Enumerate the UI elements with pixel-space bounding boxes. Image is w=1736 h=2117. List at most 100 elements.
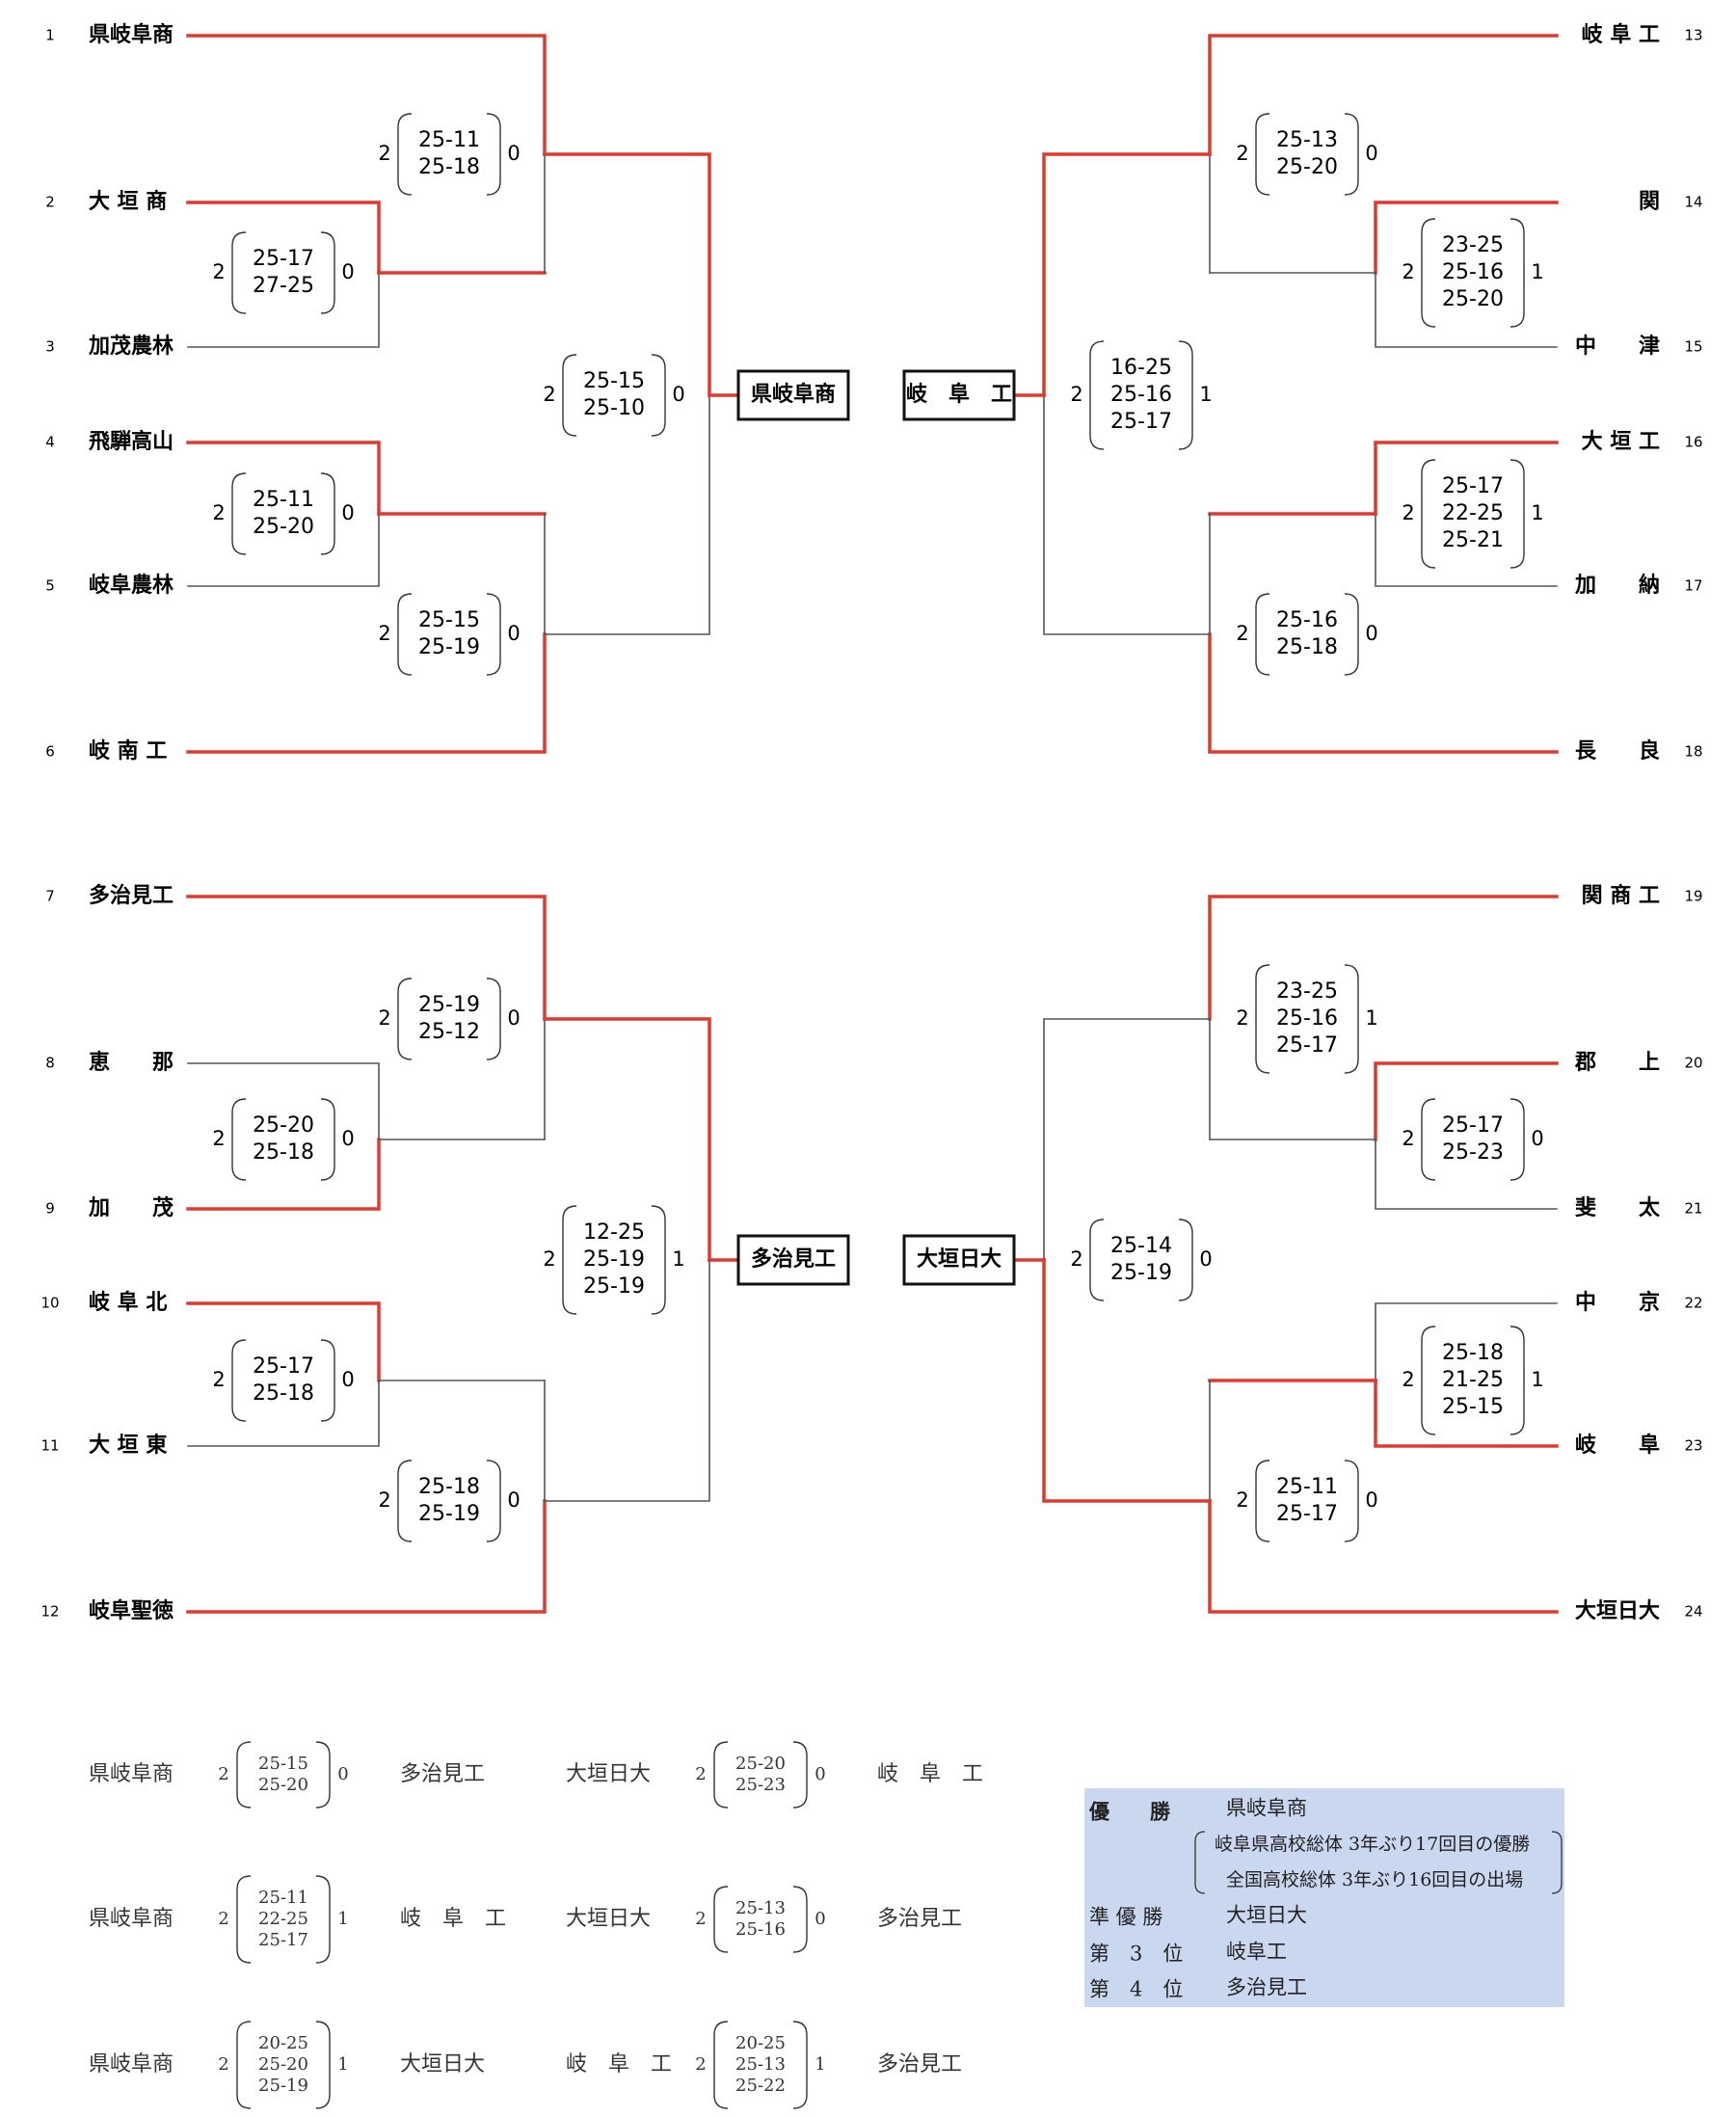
wins-right: 0 [1365,622,1377,645]
set-score: 25-20 [253,1113,314,1138]
set-score: 25-16 [1110,383,1172,407]
score-bracket-left [236,1741,252,1809]
team-seed-number: 1 [45,27,55,44]
team-seed-number: 17 [1684,577,1702,595]
team-seed-number: 2 [45,194,55,211]
score-bracket-right [315,1741,331,1809]
bracket-line [543,152,711,397]
wins-right: 0 [337,1764,348,1784]
team-name: 恵 那 [89,1051,174,1075]
wins-right: 1 [1365,1006,1377,1030]
score-bracket-left [236,1875,252,1964]
set-score: 27-25 [253,274,314,298]
set-score: 25-21 [1442,528,1504,552]
set-score: 25-16 [1276,1006,1338,1031]
set-score: 25-16 [1442,260,1504,284]
score-bracket-right [1509,1326,1525,1435]
score-bracket-right [792,1741,808,1809]
score-bracket-right [1178,340,1193,450]
bracket-line [1375,513,1558,587]
set-score: 25-11 [418,128,480,152]
bracket-line [543,1017,711,1262]
team-name: 大 垣 工 [1582,430,1660,454]
bracket-line [544,394,710,635]
score-bracket-left [231,472,247,555]
wins-left: 2 [218,2054,228,2075]
score-bracket-right [651,354,666,437]
score-bracket-left [1089,340,1105,450]
set-score: 25-18 [418,155,480,179]
score-bracket-left [1089,1219,1105,1301]
set-score: 25-19 [418,993,480,1017]
league-team-a: 岐 阜 工 [566,2052,672,2077]
set-score: 16-25 [1110,356,1172,380]
set-score: 25-12 [418,1020,480,1044]
team-seed-number: 3 [45,338,55,356]
team-seed-number: 4 [45,434,55,451]
team-name: 大 垣 商 [89,189,167,214]
score-bracket-right [1509,459,1525,569]
summary-note: 岐阜県高校総体 3年ぶり17回目の優勝 [1215,1834,1530,1855]
team-name: 大 垣 東 [89,1434,167,1458]
bracket-line [186,441,381,516]
set-score: 20-25 [258,2033,308,2053]
team-seed-number: 22 [1684,1295,1702,1312]
team-seed-number: 23 [1684,1437,1702,1455]
set-score: 12-25 [583,1220,645,1245]
set-score: 25-13 [735,2054,786,2075]
wins-right: 0 [341,260,354,283]
set-score: 25-20 [735,1754,786,1774]
wins-left: 2 [212,501,225,524]
bracket-line [1043,1018,1211,1261]
summary-box [1084,1788,1564,2007]
set-score: 25-19 [1110,1261,1172,1285]
set-score: 25-18 [253,1140,314,1165]
score-bracket-right [651,1205,666,1315]
wins-right: 1 [1531,260,1543,283]
league-team-b: 大垣日大 [400,2052,485,2077]
score-bracket-right [486,113,501,196]
score-bracket-left [231,1339,247,1422]
score-bracket-right [486,1460,501,1542]
team-name: 飛騨高山 [89,429,174,454]
score-bracket-left [713,1886,729,1953]
score-bracket-left [1421,459,1436,569]
set-score: 25-22 [735,2076,786,2096]
block-winner-box [902,1234,1016,1286]
wins-right: 0 [672,383,684,406]
team-name: 岐阜聖徳 [89,1598,174,1623]
team-name: 県岐阜商 [89,22,174,47]
set-score: 25-16 [1276,608,1338,632]
set-score: 25-20 [258,2054,308,2075]
wins-left: 2 [695,2054,706,2075]
team-name: 岐 阜 [1575,1433,1660,1458]
team-name: 加茂農林 [88,335,174,359]
score-bracket-right [792,1886,808,1953]
bracket-line [1042,152,1212,397]
set-score: 25-11 [253,488,314,512]
wins-left: 2 [1402,1127,1414,1150]
block-winner-box [902,369,1016,421]
score-bracket-right [792,2021,808,2109]
set-score: 23-25 [1442,233,1504,257]
bracket-line [186,1301,381,1382]
wins-left: 2 [212,1368,225,1391]
summary-note: 全国高校総体 3年ぶり16回目の出場 [1226,1869,1523,1890]
bracket-line [1375,272,1558,348]
set-score: 25-20 [1276,155,1338,179]
score-bracket-left [562,1205,577,1315]
score-bracket-right [1344,113,1359,196]
wins-left: 2 [378,622,390,645]
score-bracket-left [397,593,413,676]
set-score: 23-25 [1276,979,1338,1004]
wins-left: 2 [218,1909,228,1929]
score-bracket-right [315,1875,331,1964]
set-score: 25-17 [1110,410,1172,434]
set-score: 25-13 [1276,128,1338,152]
set-score: 25-17 [1276,1033,1338,1058]
bracket-line [186,34,547,156]
score-bracket-right [320,231,335,314]
team-seed-number: 10 [40,1295,59,1312]
wins-right: 0 [1531,1127,1543,1150]
set-score: 25-18 [418,1475,480,1499]
